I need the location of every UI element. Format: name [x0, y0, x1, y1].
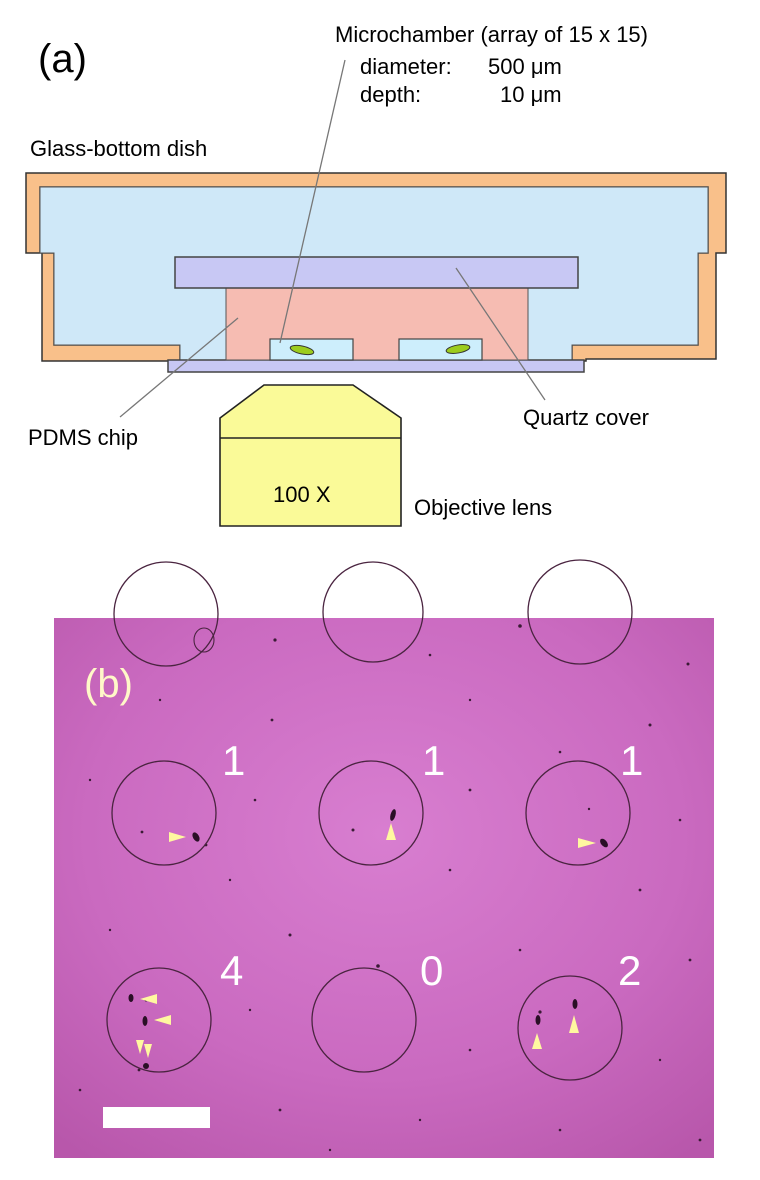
microchamber-well: [527, 559, 633, 665]
scale-bar: [103, 1107, 210, 1128]
pdms-leader-line: [119, 317, 239, 418]
cell-count-bottom-middle: 0: [420, 947, 443, 994]
arrow-marker: [169, 832, 186, 842]
microchamber-well: [525, 760, 631, 866]
panel-b-label: (b): [84, 662, 133, 706]
cell-right: [445, 344, 471, 354]
cell-count-top-middle: 1: [422, 737, 445, 784]
depth-value: 10 μm: [500, 82, 562, 107]
arrow-marker: [154, 1015, 171, 1025]
objective-label: Objective lens: [414, 495, 552, 520]
lens-magnification: 100 X: [273, 482, 331, 507]
arrow-marker: [136, 1040, 144, 1054]
microchamber-well: [111, 760, 217, 866]
microchamber-leader-line: [279, 59, 346, 344]
cell-marker-arrows: [136, 823, 596, 1058]
arrow-marker: [532, 1033, 542, 1049]
microchamber-right: [398, 338, 483, 361]
cell-count-bottom-left: 4: [220, 947, 243, 994]
debris-particles: [78, 624, 702, 1152]
quartz-cover: [174, 256, 579, 289]
microchamber-well: [318, 760, 424, 866]
panel-b-micrograph: (b) 1 1 1 4 0 2: [54, 559, 714, 1158]
cell-count-top-left: 1: [222, 737, 245, 784]
micrograph-background: [54, 618, 714, 1158]
arrow-marker: [386, 823, 396, 840]
panel-a: (a) Microchamber (array of 15 x 15) diam…: [25, 22, 727, 527]
microchamber-well: [106, 967, 212, 1073]
panel-a-label: (a): [38, 37, 87, 81]
cell-left: [289, 344, 315, 356]
arrow-marker: [569, 1015, 579, 1033]
pdms-label: PDMS chip: [28, 425, 138, 450]
diameter-label: diameter:: [360, 54, 452, 79]
microchamber-well: [311, 967, 417, 1073]
cell-count-bottom-right: 2: [618, 947, 641, 994]
microchamber-well: [113, 561, 219, 667]
quartz-leader-line: [455, 267, 546, 401]
microchamber-well: [517, 975, 623, 1081]
cells: [128, 809, 608, 1069]
arrow-marker: [578, 838, 596, 848]
objective-lens: [219, 384, 402, 527]
arrow-marker: [140, 994, 157, 1004]
depth-label: depth:: [360, 82, 421, 107]
bubble: [193, 627, 215, 653]
quartz-label: Quartz cover: [523, 405, 649, 430]
arrow-marker: [144, 1044, 152, 1058]
diameter-value: 500 μm: [488, 54, 562, 79]
dish-label: Glass-bottom dish: [30, 136, 207, 161]
microchamber-well: [322, 561, 424, 663]
cell-count-top-right: 1: [620, 737, 643, 784]
microchamber-title: Microchamber (array of 15 x 15): [335, 22, 648, 47]
